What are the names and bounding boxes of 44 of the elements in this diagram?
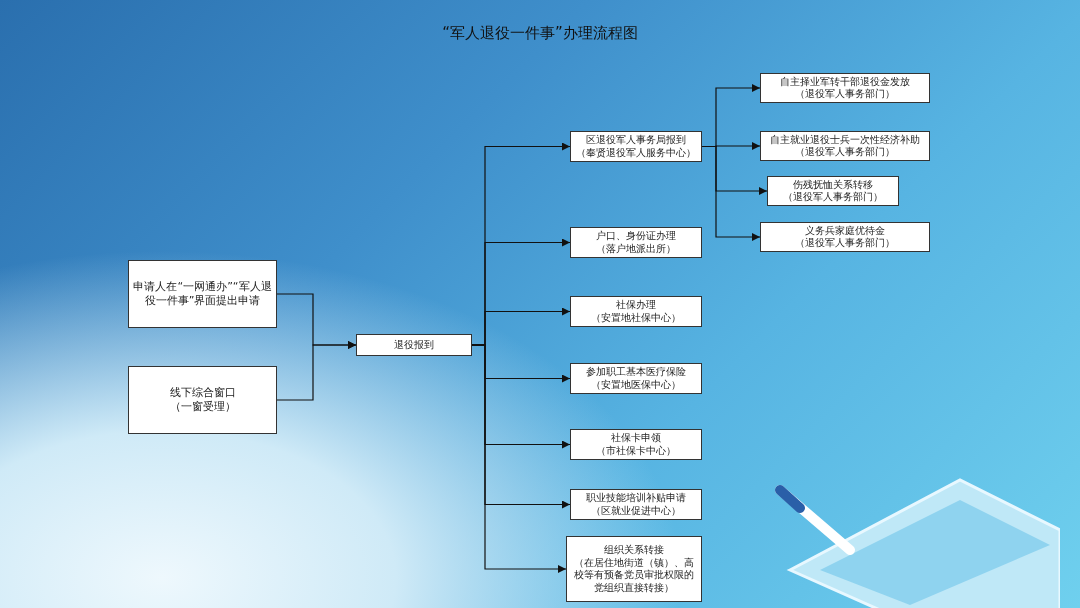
process-box: [570, 131, 702, 162]
process-box: [570, 296, 702, 327]
process-box: [767, 176, 899, 206]
step-text: 自主择业军转干部退役金发放: [780, 75, 910, 88]
process-box: [760, 131, 930, 161]
department-text: （退役军人事务部门）: [783, 191, 883, 204]
arrow: [471, 344, 567, 573]
step-text: 社保办理: [616, 299, 656, 312]
step-text: 自主就业退役士兵一次性经济补助: [770, 133, 920, 146]
department-text: （退役军人事务部门）: [795, 88, 895, 101]
process-box: [128, 260, 277, 328]
process-box: [128, 366, 277, 434]
process-box: [760, 222, 930, 252]
step-text: 线下综合窗口: [169, 386, 236, 400]
process-box: [570, 429, 702, 460]
step-text: 户口、身份证办理: [596, 230, 676, 243]
arrow: [276, 341, 357, 401]
process-box: [760, 73, 930, 103]
department-text: （区就业促进中心）: [591, 504, 681, 517]
department-text: （退役军人事务部门）: [795, 146, 895, 159]
department-text: （市社保卡中心）: [596, 444, 676, 457]
department-text: （奉贤退役军人服务中心）: [576, 146, 696, 159]
step-text: 区退役军人事务局报到: [586, 134, 686, 147]
arrow: [701, 145, 761, 241]
process-box: [570, 227, 702, 258]
step-text: 申请人在“一网通办”“军人退役一件事”界面提出申请: [132, 280, 273, 308]
department-text: （退役军人事务部门）: [795, 237, 895, 250]
department-text: （一窗受理）: [169, 400, 236, 414]
department-text: （安置地医保中心）: [591, 378, 681, 391]
process-box: [570, 489, 702, 520]
department-text: （落户地派出所）: [596, 242, 676, 255]
process-box: [356, 334, 472, 356]
step-text: 参加职工基本医疗保险: [586, 366, 686, 379]
department-text: （在居住地街道（镇）、高校等有预备党员审批权限的党组织直接转接）: [573, 556, 695, 594]
step-text: 社保卡申领: [611, 432, 661, 445]
process-box: [566, 536, 702, 602]
step-text: 组织关系转接: [604, 544, 664, 557]
step-text: 职业技能培训补贴申请: [586, 492, 686, 505]
step-text: 义务兵家庭优待金: [805, 224, 885, 237]
department-text: （安置地社保中心）: [591, 311, 681, 324]
step-text: 退役报到: [394, 338, 434, 352]
step-text: 伤残抚恤关系转移: [793, 178, 873, 191]
diagram-title: “军人退役一件事”办理流程图: [442, 24, 638, 43]
process-box: [570, 363, 702, 394]
